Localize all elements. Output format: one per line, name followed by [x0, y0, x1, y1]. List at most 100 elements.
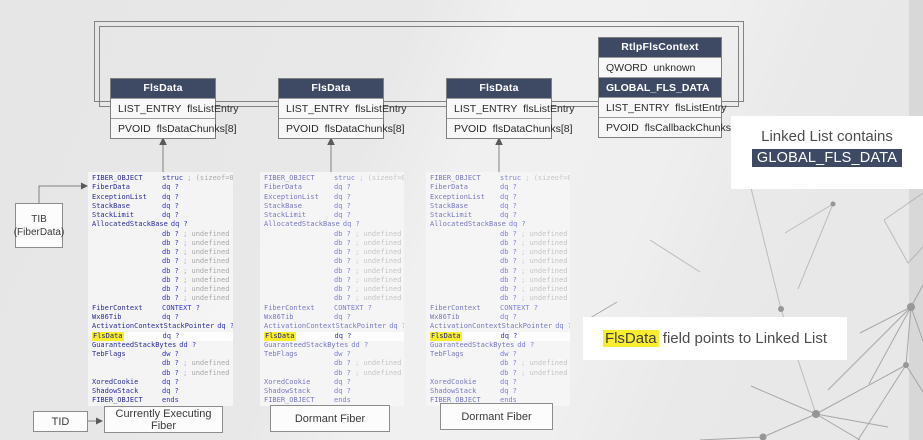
rtlpflscontext-unknown-field: QWORD unknown: [599, 57, 721, 77]
flsdata-node-3-chunks-field: PVOID flsDataChunks[8]: [447, 118, 573, 138]
struct-line: db ? ; undefined: [162, 359, 230, 368]
flsdata-node-1-chunks-field: PVOID flsDataChunks[8]: [111, 118, 237, 138]
slide-right-edge-shade: [909, 0, 923, 440]
dormant-fiber-box-2: Dormant Fiber: [440, 403, 553, 430]
currently-executing-fiber-label: Currently Executing Fiber: [115, 407, 212, 432]
struct-line: db ? ; undefined: [162, 368, 230, 377]
struct-line: db ? ; undefined: [334, 285, 402, 294]
dormant-fiber-label-2: Dormant Fiber: [461, 410, 532, 423]
flsdata-node-2-title: FlsData: [279, 79, 383, 98]
struct-line: db ? ; undefined: [334, 238, 402, 247]
struct-line: db ? ; undefined: [500, 359, 568, 368]
rtlpflscontext-callbackchunks-field: PVOID flsCallbackChunks[8]: [599, 117, 743, 137]
note-flsdata-rest: field points to Linked List: [658, 330, 828, 347]
tib-fiberdata-label: (FiberData): [13, 226, 65, 238]
struct-line: db ? ; undefined: [500, 229, 568, 238]
struct-line: db ? ; undefined: [500, 294, 568, 303]
tid-box: TID: [33, 411, 88, 432]
note-linked-list-contains-text: Linked List contains: [761, 128, 893, 145]
struct-line: db ? ; undefined: [162, 238, 230, 247]
tib-label: TIB: [31, 213, 47, 225]
struct-line: db ? ; undefined: [162, 229, 230, 238]
struct-line: db ? ; undefined: [500, 285, 568, 294]
struct-line: db ? ; undefined: [500, 368, 568, 377]
note-flsdata-points: FlsData field points to Linked List: [583, 317, 847, 360]
struct-line: db ? ; undefined: [334, 257, 402, 266]
struct-line: db ? ; undefined: [334, 248, 402, 257]
note-flsdata-highlight: FlsData: [602, 330, 659, 347]
flsdata-node-2-listentry-field: LIST_ENTRY flsListEntry: [279, 98, 406, 118]
flsdata-node-3-title: FlsData: [447, 79, 551, 98]
rtlpflscontext-listentry-field: LIST_ENTRY flsListEntry: [599, 97, 726, 117]
tid-label: TID: [51, 415, 70, 428]
flsdata-node-1: FlsData LIST_ENTRY flsListEntry PVOID fl…: [110, 78, 238, 139]
struct-line: db ? ; undefined: [334, 275, 402, 284]
rtlpflscontext-box: RtlpFlsContext QWORD unknown GLOBAL_FLS_…: [598, 37, 743, 138]
struct-line: db ? ; undefined: [500, 257, 568, 266]
struct-line: db ? ; undefined: [162, 248, 230, 257]
struct-line: db ? ; undefined: [500, 266, 568, 275]
struct-line: db ? ; undefined: [162, 275, 230, 284]
struct-line: db ? ; undefined: [334, 368, 402, 377]
struct-line: db ? ; undefined: [334, 229, 402, 238]
flsdata-node-3: FlsData LIST_ENTRY flsListEntry PVOID fl…: [446, 78, 574, 139]
flsdata-node-1-listentry-field: LIST_ENTRY flsListEntry: [111, 98, 238, 118]
flsdata-node-2-chunks-field: PVOID flsDataChunks[8]: [279, 118, 405, 138]
flsdata-node-2: FlsData LIST_ENTRY flsListEntry PVOID fl…: [278, 78, 406, 139]
flsdata-node-3-listentry-field: LIST_ENTRY flsListEntry: [447, 98, 574, 118]
global-fls-data-header: GLOBAL_FLS_DATA: [599, 77, 721, 97]
flsdata-node-1-title: FlsData: [111, 79, 215, 98]
struct-line: db ? ; undefined: [500, 238, 568, 247]
struct-line: db ? ; undefined: [162, 257, 230, 266]
struct-line: db ? ; undefined: [162, 266, 230, 275]
